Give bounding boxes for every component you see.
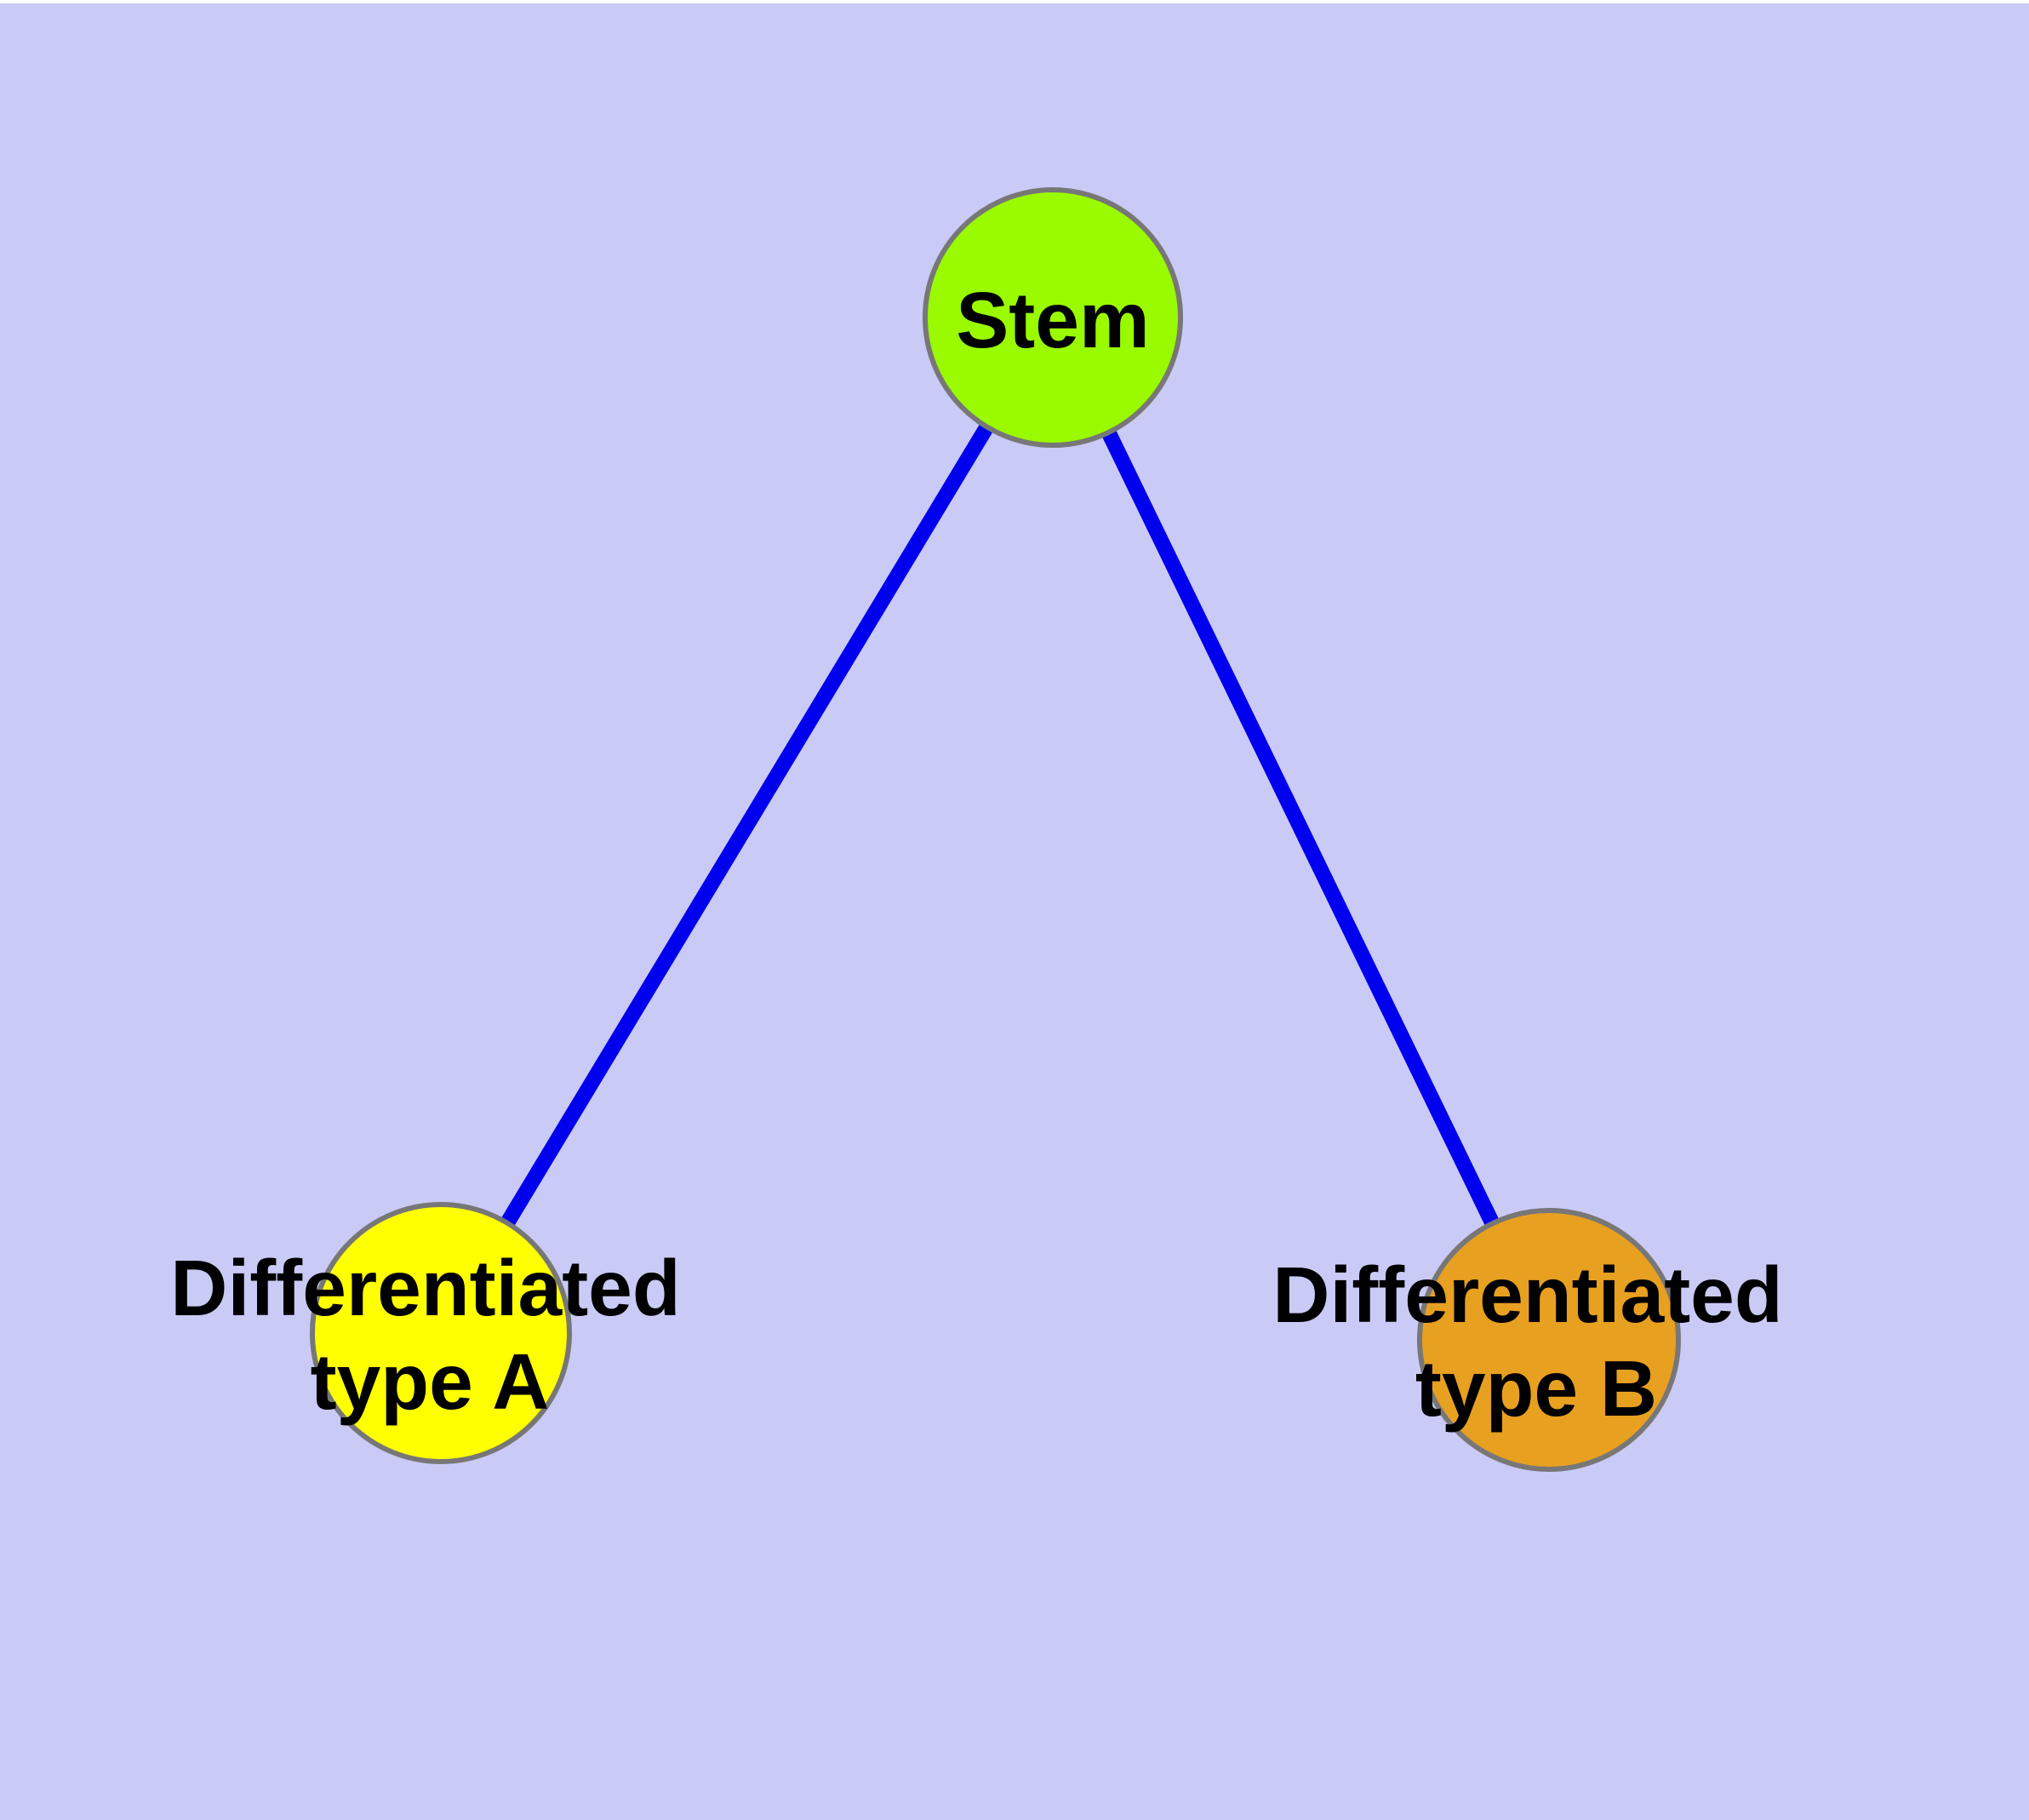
differentiated-type-a-node [310,1202,572,1464]
stem-node-label: Stem [956,276,1149,364]
differentiated-type-b-node [1417,1208,1681,1472]
top-margin-strip [0,0,2029,3]
stem-node [923,187,1183,448]
type-a-node-label-line2: type A [311,1337,550,1426]
type-b-node-label-line1: Differentiated [1272,1251,1782,1339]
type-a-node-label-line1: Differentiated [170,1244,680,1332]
edge-stem-to-type-a [434,313,1060,1337]
type-b-node-label-line2: type B [1415,1344,1657,1433]
edge-stem-to-type-b [1045,314,1557,1343]
